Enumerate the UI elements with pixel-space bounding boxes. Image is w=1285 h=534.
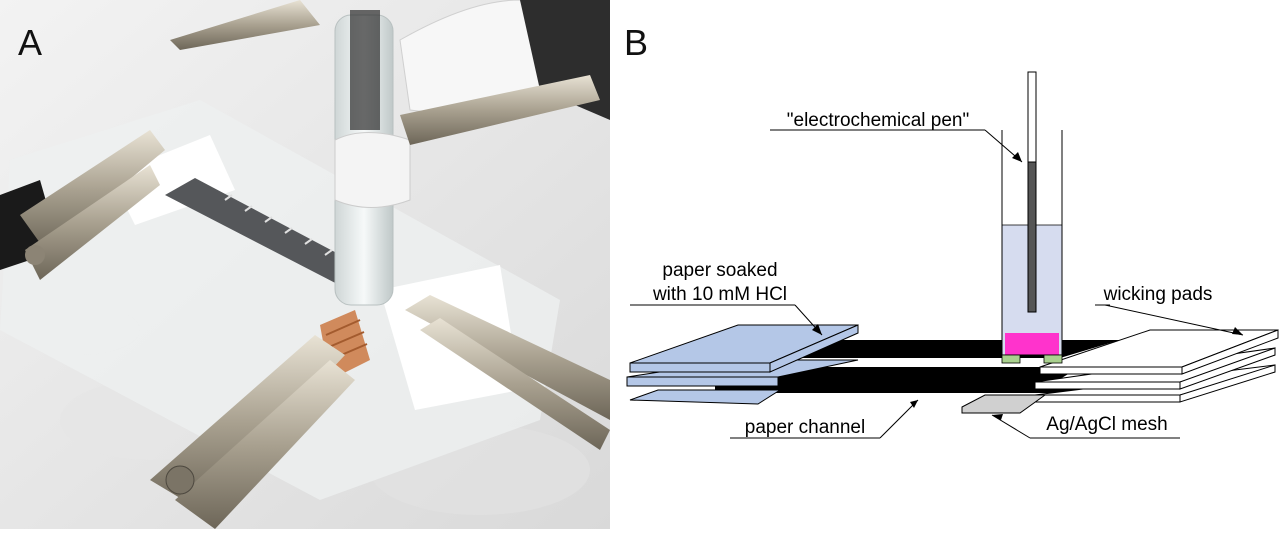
panel-a-label: A	[18, 22, 43, 63]
wicking-label: wicking pads	[1103, 284, 1213, 305]
setup-photo	[0, 0, 610, 529]
panel-b-label: B	[624, 22, 649, 63]
schematic-panel: "electrochemical pen" paper soaked with …	[610, 0, 1285, 529]
soaked-label-line1: paper soaked	[662, 260, 777, 281]
mesh-label: Ag/AgCl mesh	[1046, 414, 1167, 435]
soaked-label-line2: with 10 mM HCl	[652, 284, 787, 305]
schematic-diagram: "electrochemical pen" paper soaked with …	[626, 71, 1279, 439]
channel-label: paper channel	[745, 417, 865, 438]
photo-panel: A	[0, 0, 610, 529]
paper-channel-lower	[715, 385, 1075, 393]
agagcl-mesh	[961, 394, 1047, 414]
electrochemical-pen	[1001, 71, 1063, 364]
pen-label: "electrochemical pen"	[787, 110, 969, 131]
soaked-paper-stack	[626, 324, 859, 405]
